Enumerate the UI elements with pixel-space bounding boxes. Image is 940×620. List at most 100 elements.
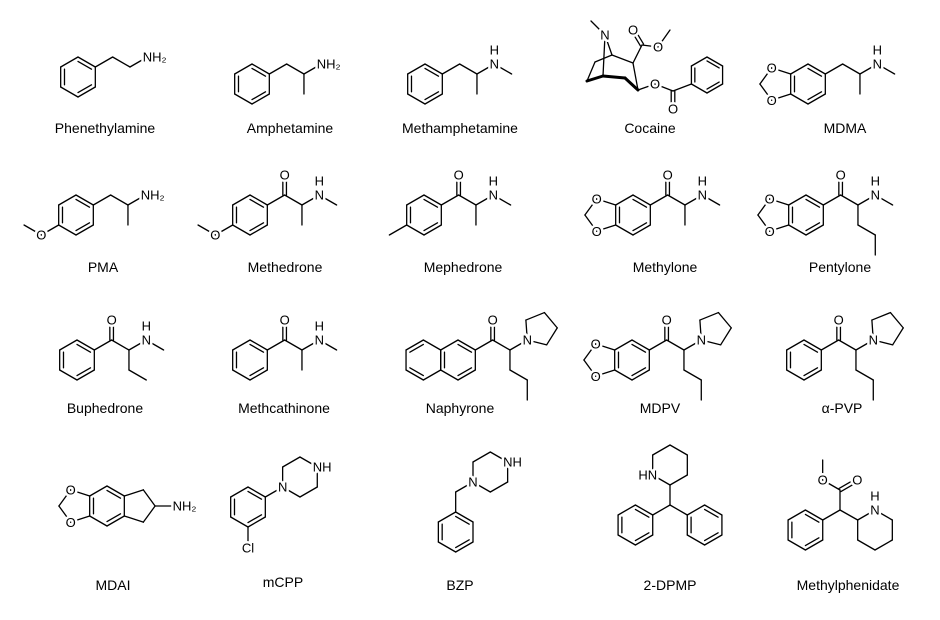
bond: [604, 34, 613, 56]
atom-label: N: [697, 333, 706, 348]
bond: [632, 44, 643, 64]
bond: [106, 515, 125, 527]
bonds: [787, 459, 893, 551]
atom-label: O: [653, 40, 663, 55]
bond: [58, 224, 77, 236]
bond: [423, 224, 442, 236]
bond: [637, 83, 656, 91]
bond: [786, 339, 805, 351]
bond: [614, 369, 633, 381]
bond: [771, 93, 792, 101]
atom-label: O: [488, 313, 498, 328]
bond: [301, 339, 320, 351]
atom-label: H: [698, 174, 707, 189]
bonds: [230, 456, 318, 546]
bond: [455, 511, 474, 523]
bonds: [437, 451, 509, 553]
atom-label: H: [315, 174, 324, 189]
bond: [584, 198, 598, 216]
atom-label: NH: [313, 460, 332, 475]
atom-labels: ON: [831, 310, 880, 350]
atom-label: O: [852, 473, 862, 488]
bond: [805, 198, 821, 208]
bond: [686, 534, 706, 546]
bond: [455, 539, 470, 549]
bond: [788, 224, 807, 236]
molecule-alpha-pvp: ONα-PVP: [786, 310, 904, 416]
atom-labels: NH: [487, 40, 501, 74]
bond: [59, 369, 78, 381]
bond: [489, 451, 509, 463]
bond: [876, 63, 896, 75]
bond: [703, 504, 723, 516]
bond: [77, 84, 93, 94]
bond: [491, 339, 511, 351]
bond: [652, 474, 671, 486]
bond: [441, 63, 461, 75]
atom-label: N: [523, 333, 532, 348]
bond: [634, 532, 650, 542]
atom-labels: NH₂: [314, 54, 343, 74]
bond: [110, 339, 130, 351]
bond: [128, 339, 147, 351]
bond: [807, 67, 823, 77]
bond: [857, 194, 876, 206]
bond: [458, 63, 478, 75]
bond: [129, 56, 148, 68]
bond: [857, 539, 876, 551]
bond: [706, 56, 724, 67]
atom-label: H: [142, 319, 151, 334]
bond: [759, 83, 773, 101]
bond: [822, 194, 842, 206]
bond: [703, 532, 719, 542]
bond: [855, 339, 874, 351]
atom-label: O: [280, 313, 290, 328]
bonds: [405, 311, 558, 401]
bond: [424, 63, 443, 75]
bond: [234, 93, 253, 105]
bond: [407, 63, 426, 75]
atom-label: NH₂: [143, 50, 167, 65]
atom-labels: ONH: [104, 310, 153, 350]
bond: [457, 343, 473, 353]
atom-label: N: [315, 188, 324, 203]
atom-label: O: [662, 313, 672, 328]
bond: [475, 194, 494, 206]
bond: [769, 224, 790, 232]
atom-label: O: [834, 313, 844, 328]
bond: [214, 224, 234, 236]
bond: [251, 91, 267, 101]
compound-name: Methedrone: [248, 259, 323, 275]
atom-label: N: [489, 188, 498, 203]
bond: [602, 34, 606, 77]
bond: [123, 489, 144, 497]
bond: [889, 311, 904, 329]
bond: [247, 514, 263, 524]
bond: [790, 63, 809, 75]
bond: [268, 63, 288, 75]
bond: [690, 56, 708, 67]
bond: [757, 198, 771, 216]
molecule-2-dpmp: HN2-DPMP: [617, 444, 723, 593]
bond: [631, 367, 647, 377]
bond: [840, 480, 859, 493]
bond: [476, 63, 495, 75]
bond: [822, 479, 841, 491]
bond: [93, 339, 113, 351]
bond: [615, 194, 634, 206]
bond: [648, 339, 668, 351]
atom-label: O: [765, 224, 775, 239]
bond: [546, 327, 558, 346]
bond: [805, 222, 821, 232]
atom-label: O: [592, 191, 602, 206]
bond: [706, 81, 720, 90]
bond: [455, 481, 474, 493]
compound-name: PMA: [88, 259, 119, 275]
bond: [247, 490, 263, 500]
bond: [632, 224, 651, 236]
bonds: [60, 56, 148, 98]
